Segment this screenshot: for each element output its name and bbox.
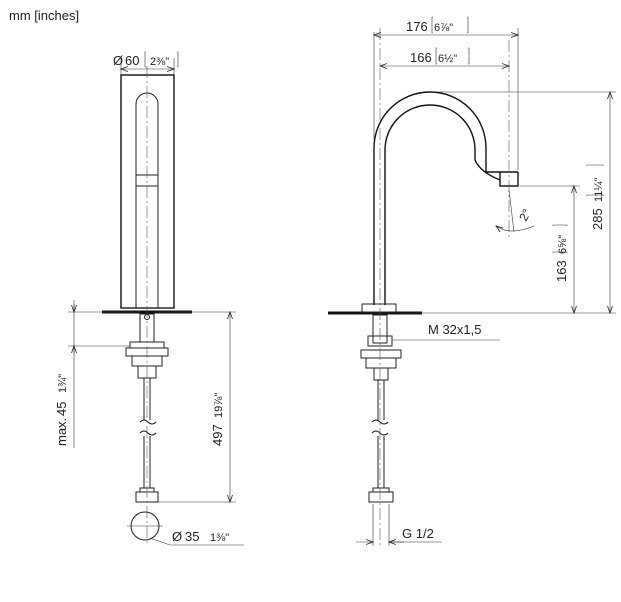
base-collar-side (361, 303, 397, 313)
bracket (144, 51, 179, 68)
dim-hole-in: 1⅜" (210, 532, 229, 544)
front-view: Ø 60 2⅜" max. 45 1¾" 497 19⅞" (54, 51, 244, 546)
connector-side (365, 357, 397, 369)
dim-hole-prefix: Ø (172, 529, 182, 544)
hose-front (139, 378, 157, 488)
side-view: 176 6⅞" 166 6½" 285 11¼" 163 6⅝" (328, 16, 616, 546)
dim-reach-outer-in: 6⅞" (434, 22, 453, 34)
ferrule-side (372, 487, 390, 493)
spout-tube-front (120, 74, 175, 309)
bracket (586, 164, 604, 196)
dim-diameter-in: 2⅜" (150, 56, 169, 68)
units-label: mm [inches] (9, 8, 80, 23)
bracket (431, 16, 469, 34)
leader-line (149, 537, 171, 546)
dim-reach-outer-mm: 176 (406, 19, 428, 34)
dim-reach-inner-in: 6½" (438, 53, 457, 65)
dim-max-mm: 45 (54, 402, 69, 416)
dim-outlet-mm: 163 (554, 260, 569, 282)
spout-outer (373, 91, 518, 305)
dim-hole-mm: 35 (185, 529, 199, 544)
dim-height-mm: 285 (590, 208, 605, 230)
hose-nut-side (368, 491, 394, 503)
nut-side (360, 349, 402, 359)
dim-hose-mm: 497 (210, 424, 225, 446)
dim-thread: M 32x1,5 (428, 322, 481, 337)
dim-outlet-in: 6⅝" (557, 235, 569, 254)
valve-side (373, 367, 389, 381)
spout-inner (384, 104, 501, 305)
dim-angle: 2° (516, 207, 534, 224)
dim-reach-inner-mm: 166 (410, 50, 432, 65)
dim-hose-in: 19⅞" (213, 393, 225, 418)
bracket (435, 47, 470, 65)
angle-line (508, 189, 515, 233)
dim-diameter-mm: 60 (125, 53, 139, 68)
dim-max-in: 1¾" (57, 374, 69, 393)
dim-connection: G 1/2 (402, 526, 434, 541)
dim-height-in: 11¼" (593, 177, 605, 202)
angle-arc (496, 226, 535, 231)
dim-diameter-prefix: Ø (113, 53, 123, 68)
dim-max-prefix: max. (54, 418, 69, 446)
bracket (552, 224, 568, 253)
